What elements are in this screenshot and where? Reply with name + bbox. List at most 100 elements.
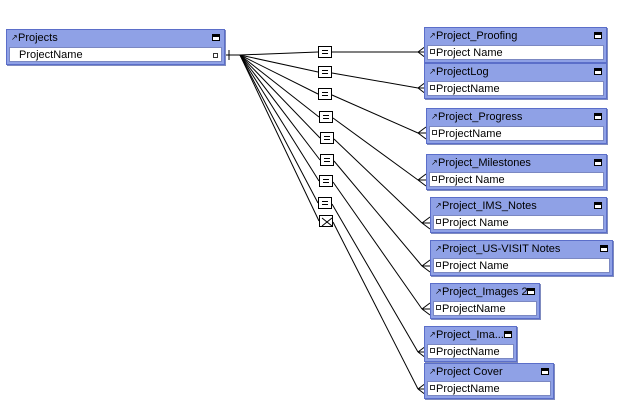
link-arrow-icon: ↗ bbox=[429, 31, 436, 40]
table-header[interactable]: ↗Project_Milestones bbox=[429, 155, 604, 172]
table-occurrence[interactable]: ↗Project_US-VISIT Notes Project Name bbox=[430, 240, 613, 276]
link-arrow-icon: ↗ bbox=[429, 67, 436, 76]
table-title: Project Cover bbox=[436, 366, 503, 378]
field-row[interactable]: Project Name bbox=[429, 172, 604, 187]
key-field-icon bbox=[430, 49, 435, 54]
link-arrow-icon: ↗ bbox=[429, 367, 436, 376]
equals-icon[interactable] bbox=[318, 197, 332, 209]
collapse-icon[interactable] bbox=[594, 159, 602, 166]
field-name: Project Name bbox=[438, 174, 505, 186]
table-title: Projects bbox=[18, 32, 58, 44]
table-occurrence[interactable]: ↗Project_Progress ProjectName bbox=[426, 108, 607, 144]
table-title: Project_US-VISIT Notes bbox=[442, 243, 561, 255]
collapse-icon[interactable] bbox=[594, 113, 602, 120]
link-arrow-icon: ↗ bbox=[435, 287, 442, 296]
field-name: Project Name bbox=[442, 260, 509, 272]
table-title: Project_Ima... bbox=[436, 329, 504, 341]
link-arrow-icon: ↗ bbox=[431, 158, 438, 167]
relationship-line-6[interactable] bbox=[239, 54, 431, 273]
field-name: ProjectName bbox=[438, 128, 502, 140]
table-header[interactable]: ↗Project_IMS_Notes bbox=[433, 198, 604, 215]
field-row[interactable]: Project Name bbox=[433, 258, 610, 273]
table-occurrence-projects[interactable]: ↗Projects ProjectName bbox=[6, 29, 225, 65]
field-name: Project Name bbox=[442, 217, 509, 229]
relationship-line-5[interactable] bbox=[239, 54, 431, 230]
table-title: Project_Images 2 bbox=[442, 286, 528, 298]
key-field-icon bbox=[430, 85, 435, 90]
field-name: Project Name bbox=[436, 47, 503, 59]
equals-icon[interactable] bbox=[318, 88, 332, 100]
cross-icon bbox=[321, 217, 333, 227]
equals-icon[interactable] bbox=[320, 154, 334, 166]
field-row[interactable]: ProjectName bbox=[427, 81, 604, 96]
table-header[interactable]: ↗Project Cover bbox=[427, 364, 551, 381]
cartesian-product-icon[interactable] bbox=[319, 215, 333, 227]
table-occurrence[interactable]: ↗Project_Ima... ProjectName bbox=[424, 326, 517, 362]
key-field-icon bbox=[436, 305, 441, 310]
table-occurrence[interactable]: ↗ProjectLog ProjectName bbox=[424, 63, 607, 99]
relationship-line-1[interactable] bbox=[239, 45, 427, 59]
table-occurrence[interactable]: ↗Project_Proofing Project Name bbox=[424, 27, 607, 63]
link-arrow-icon: ↗ bbox=[435, 201, 442, 210]
equals-icon[interactable] bbox=[320, 132, 334, 144]
table-occurrence[interactable]: ↗Project_Images 2 ProjectName bbox=[430, 283, 540, 319]
key-field-icon bbox=[213, 53, 218, 58]
table-header[interactable]: ↗Project_Ima... bbox=[427, 327, 514, 344]
relationship-line-3[interactable] bbox=[239, 54, 427, 140]
key-field-icon bbox=[430, 385, 435, 390]
collapse-icon[interactable] bbox=[541, 368, 549, 375]
table-header[interactable]: ↗Projects bbox=[9, 30, 222, 47]
field-row[interactable]: ProjectName bbox=[429, 126, 604, 141]
key-field-icon bbox=[432, 176, 437, 181]
collapse-icon[interactable] bbox=[594, 68, 602, 75]
collapse-icon[interactable] bbox=[212, 34, 220, 41]
collapse-icon[interactable] bbox=[600, 245, 608, 252]
link-arrow-icon: ↗ bbox=[435, 244, 442, 253]
relationship-line-8[interactable] bbox=[239, 54, 427, 359]
table-title: Project_IMS_Notes bbox=[442, 200, 537, 212]
field-name: ProjectName bbox=[19, 49, 83, 61]
key-field-icon bbox=[436, 262, 441, 267]
field-row[interactable]: ProjectName bbox=[9, 47, 222, 62]
table-title: ProjectLog bbox=[436, 66, 489, 78]
table-header[interactable]: ↗Project_Proofing bbox=[427, 28, 604, 45]
equals-icon[interactable] bbox=[318, 46, 332, 58]
table-occurrence[interactable]: ↗Project Cover ProjectName bbox=[424, 363, 554, 399]
link-arrow-icon: ↗ bbox=[429, 330, 436, 339]
field-row[interactable]: ProjectName bbox=[427, 381, 551, 396]
equals-icon[interactable] bbox=[319, 111, 333, 123]
field-row[interactable]: Project Name bbox=[427, 45, 604, 60]
table-title: Project_Progress bbox=[438, 111, 523, 123]
relationship-line-4[interactable] bbox=[239, 54, 427, 187]
table-occurrence[interactable]: ↗Project_IMS_Notes Project Name bbox=[430, 197, 607, 233]
table-title: Project_Milestones bbox=[438, 157, 531, 169]
field-row[interactable]: Project Name bbox=[433, 215, 604, 230]
collapse-icon[interactable] bbox=[594, 32, 602, 39]
field-row[interactable]: ProjectName bbox=[433, 301, 537, 316]
link-arrow-icon: ↗ bbox=[11, 33, 18, 42]
equals-icon[interactable] bbox=[319, 175, 333, 187]
table-header[interactable]: ↗Project_Progress bbox=[429, 109, 604, 126]
key-field-icon bbox=[430, 348, 435, 353]
collapse-icon[interactable] bbox=[527, 288, 535, 295]
collapse-icon[interactable] bbox=[594, 202, 602, 209]
relationship-line-2[interactable] bbox=[239, 54, 427, 95]
link-arrow-icon: ↗ bbox=[431, 112, 438, 121]
field-name: ProjectName bbox=[436, 346, 500, 358]
key-field-icon bbox=[436, 219, 441, 224]
table-occurrence[interactable]: ↗Project_Milestones Project Name bbox=[426, 154, 607, 190]
table-header[interactable]: ↗Project_Images 2 bbox=[433, 284, 537, 301]
field-name: ProjectName bbox=[436, 383, 500, 395]
key-field-icon bbox=[432, 130, 437, 135]
table-header[interactable]: ↗ProjectLog bbox=[427, 64, 604, 81]
collapse-icon[interactable] bbox=[504, 331, 512, 338]
field-row[interactable]: ProjectName bbox=[427, 344, 514, 359]
table-header[interactable]: ↗Project_US-VISIT Notes bbox=[433, 241, 610, 258]
field-name: ProjectName bbox=[436, 83, 500, 95]
table-title: Project_Proofing bbox=[436, 30, 518, 42]
equals-icon[interactable] bbox=[318, 66, 332, 78]
field-name: ProjectName bbox=[442, 303, 506, 315]
relationship-line-7[interactable] bbox=[239, 54, 431, 316]
